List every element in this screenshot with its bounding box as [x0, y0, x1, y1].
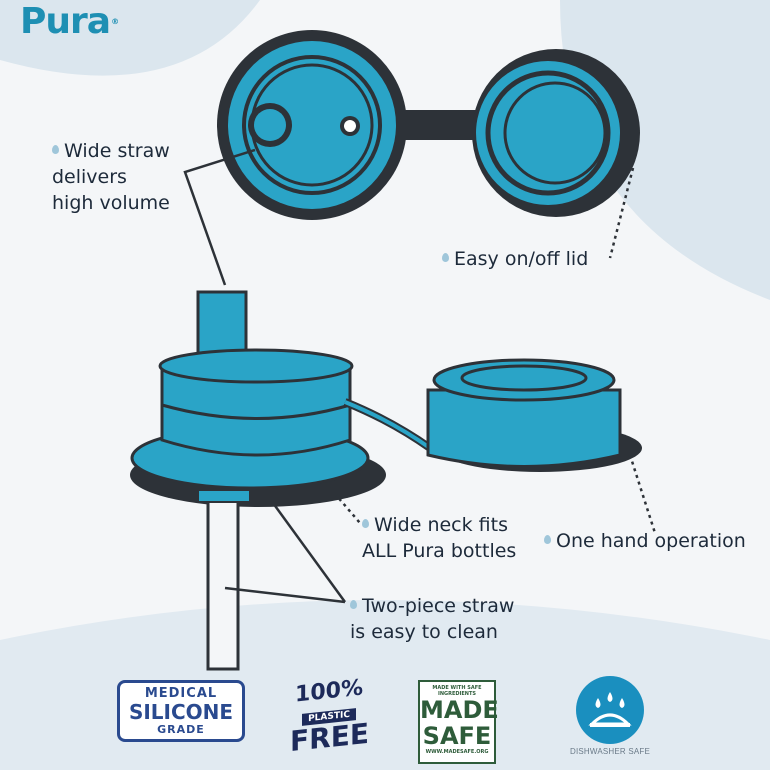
cap-body	[160, 368, 352, 457]
medical-silicone-badge: MEDICAL SILICONE GRADE	[117, 680, 245, 742]
lid-top-view	[472, 49, 640, 217]
callout-wide-straw: Wide straw delivers high volume	[52, 140, 170, 214]
leader-one-hand	[628, 454, 657, 534]
callout-wide-neck: Wide neck fits ALL Pura bottles	[362, 514, 517, 562]
straw-bottom	[206, 491, 240, 671]
straw-cap-top-view	[217, 30, 407, 220]
callout-easy-lid: Easy on/off lid	[442, 246, 588, 272]
made-safe-badge: MADE WITH SAFE INGREDIENTS MADE SAFE WWW…	[418, 680, 499, 764]
drop-bullet-icon	[350, 600, 357, 609]
dishwasher-icon	[576, 676, 644, 744]
drop-bullet-icon	[442, 253, 449, 262]
leader-two-piece-b	[224, 586, 346, 604]
leader-wide-straw	[183, 148, 256, 286]
hinge-bar	[398, 110, 478, 140]
callout-two-piece: Two-piece straw is easy to clean	[350, 595, 515, 643]
callout-one-hand: One hand operation	[544, 528, 746, 554]
bg-swoosh-top	[0, 0, 260, 76]
lid-side-view	[426, 358, 642, 472]
leader-easy-lid	[608, 167, 635, 259]
leader-wide-neck	[329, 487, 361, 524]
dishwasher-safe-badge: DISHWASHER SAFE	[565, 676, 655, 766]
cap-rim	[158, 348, 354, 384]
brand-logo: Pura®	[20, 1, 119, 42]
plastic-free-badge: 100% PLASTIC FREE	[290, 675, 369, 759]
leader-two-piece-a	[263, 491, 347, 603]
drop-bullet-icon	[544, 535, 551, 544]
drop-bullet-icon	[52, 145, 59, 154]
drop-bullet-icon	[362, 519, 369, 528]
